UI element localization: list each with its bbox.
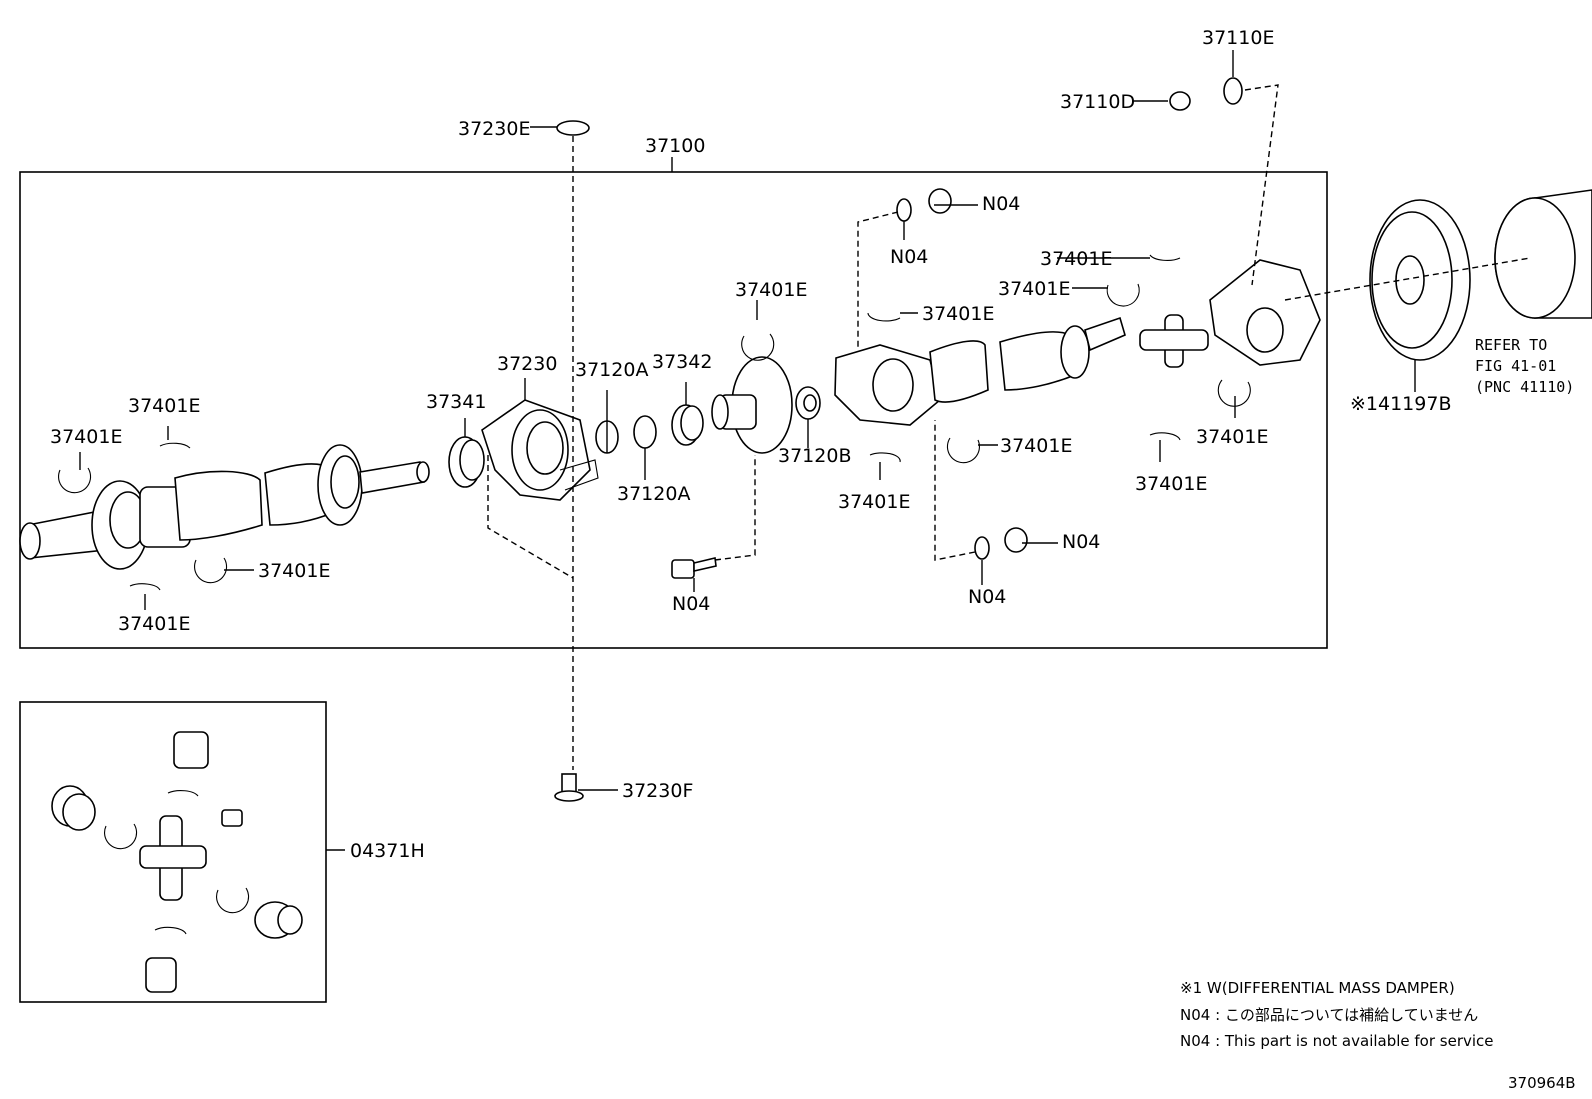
label-n04-bottom-below: N04 [968,586,1006,608]
label-n04-bolt: N04 [672,593,710,615]
label-37100: 37100 [645,135,705,157]
label-37401E-center-2: 37401E [922,303,994,325]
note-3: N04 : This part is not available for ser… [1180,1032,1494,1050]
label-37401E-mid-2: 37401E [1000,435,1072,457]
snap-rings [58,254,1251,591]
label-n04-bottom-right: N04 [1062,531,1100,553]
kit-frame [19,701,327,1003]
part-37120B [795,386,821,420]
part-37342 [671,404,704,446]
refer-line-2: FIG 41-01 [1475,357,1556,375]
washer-37110E [1223,77,1243,105]
label-n04-top-right: N04 [982,193,1020,215]
label-n04-top-below: N04 [890,246,928,268]
label-37401E-right-4: 37401E [1135,473,1207,495]
washer-n04-bottom [974,536,990,560]
label-37341: 37341 [426,391,486,413]
part-37230 [481,399,599,501]
label-41197B: ※141197B [1350,393,1452,415]
label-37230E: 37230E [458,118,530,140]
rear-flange-bracket [1209,259,1321,366]
label-37110D: 37110D [1060,91,1135,113]
nut-37110D [1169,91,1191,111]
label-37230: 37230 [497,353,557,375]
nut-n04-bottom [1004,527,1028,553]
front-yoke-shaft [19,444,430,570]
label-37401E-right-3: 37401E [1196,426,1268,448]
part-37341 [448,436,485,488]
diagram-id: 370964B [1508,1074,1576,1092]
label-37401E-left-1: 37401E [128,395,200,417]
note-1: ※1 W(DIFFERENTIAL MASS DAMPER) [1180,979,1455,997]
label-37120A-upper: 37120A [575,359,648,381]
label-37230F: 37230F [622,780,693,802]
label-37401E-upper-right-2: 37401E [998,278,1070,300]
washer-37230E [556,120,590,136]
refer-line-1: REFER TO [1475,336,1547,354]
assembly-frame [19,171,1328,649]
rear-spider [1139,314,1209,368]
label-37110E: 37110E [1202,27,1274,49]
part-41197B [1369,199,1471,361]
differential-hub [1494,189,1592,319]
label-37401E-left-2: 37401E [50,426,122,448]
kit-parts [51,731,303,993]
refer-line-3: (PNC 41110) [1475,378,1574,396]
label-37120B: 37120B [778,445,851,467]
label-37401E-mid-1: 37401E [838,491,910,513]
label-37120A-lower: 37120A [617,483,690,505]
rear-shaft [834,316,1126,426]
label-37401E-upper-right: 37401E [1040,248,1112,270]
label-37401E-left-3: 37401E [258,560,330,582]
label-37401E-left-4: 37401E [118,613,190,635]
label-37401E-center: 37401E [735,279,807,301]
nut-n04-top [928,188,952,214]
note-2: N04 : この部品については補給していません [1180,1006,1478,1024]
label-04371H: 04371H [350,840,425,862]
label-37342: 37342 [652,351,712,373]
companion-flange [711,356,793,454]
bolt-37230F [554,773,584,802]
washer-n04-top [896,198,912,222]
bolt-n04 [671,557,717,579]
part-37120A-2 [633,415,657,449]
